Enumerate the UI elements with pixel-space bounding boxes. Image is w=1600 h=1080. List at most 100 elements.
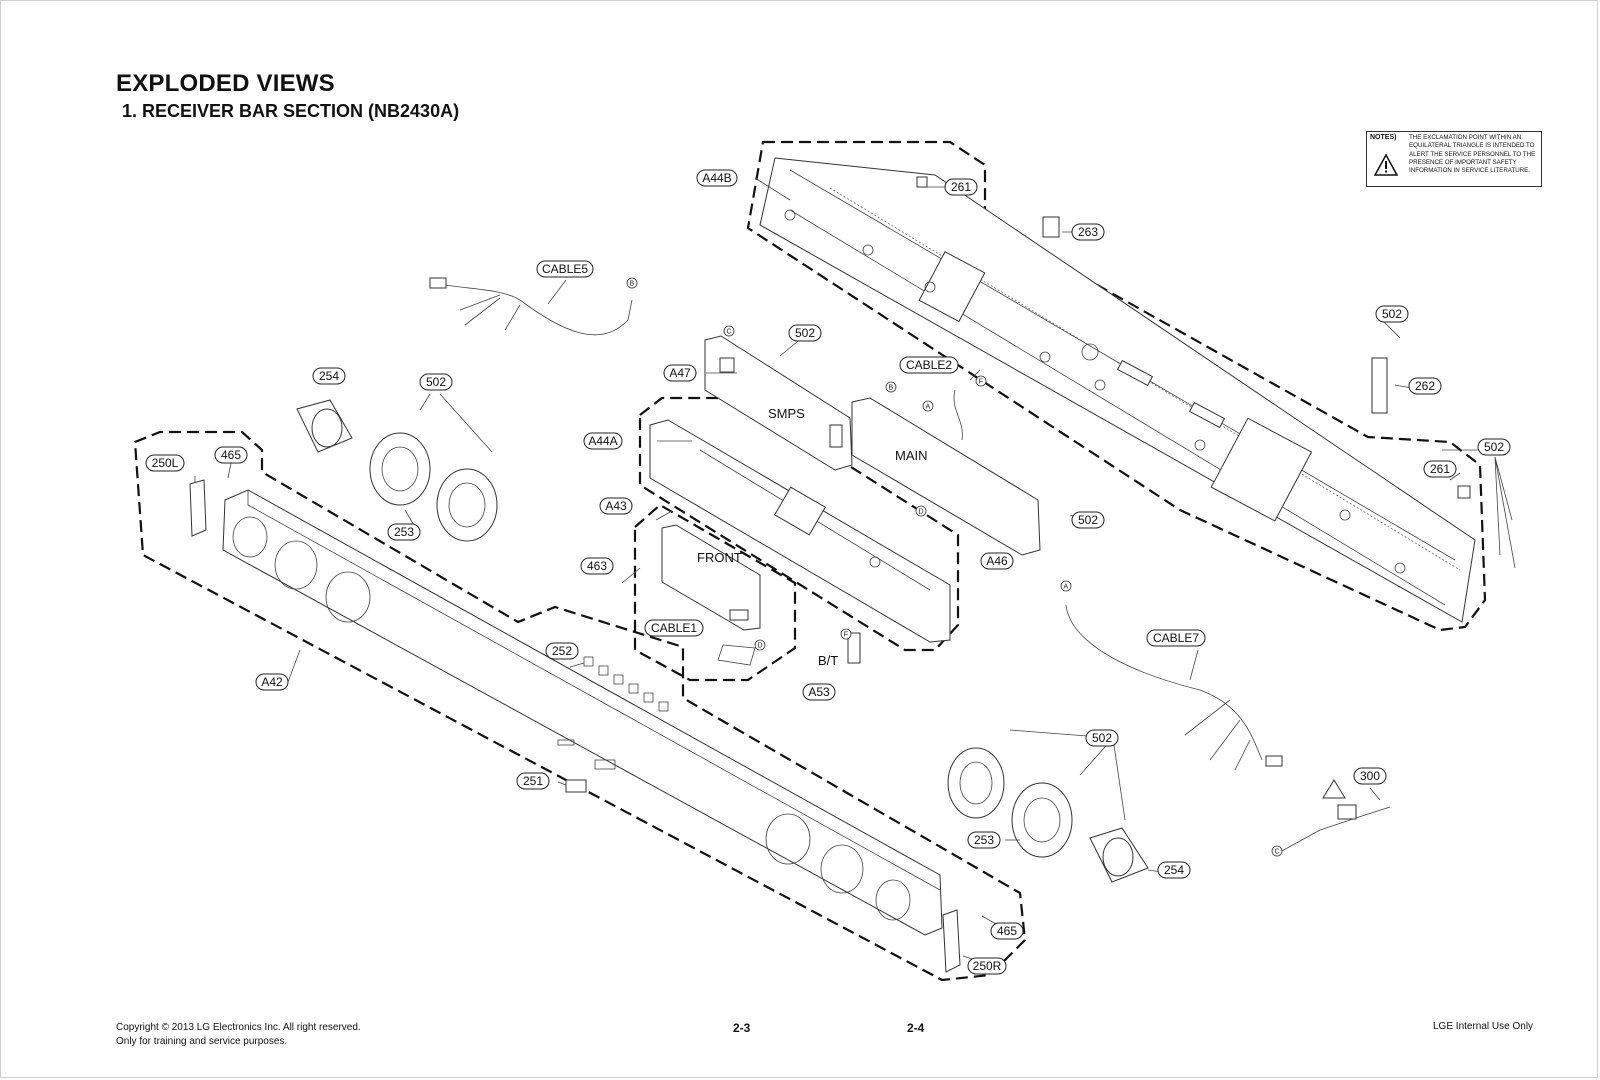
notes-label: NOTES) bbox=[1370, 134, 1397, 141]
front-grille-group bbox=[133, 430, 1027, 982]
callout-300: 300 bbox=[1353, 767, 1387, 785]
callout-a53: A53 bbox=[802, 683, 836, 701]
page-number-right: 2-4 bbox=[907, 1021, 925, 1035]
callout-cable1: CABLE1 bbox=[644, 619, 704, 637]
callout-251: 251 bbox=[516, 772, 550, 790]
callout-a44a: A44A bbox=[583, 432, 623, 450]
svg-text:502: 502 bbox=[1078, 513, 1098, 527]
page-title: EXPLODED VIEWS bbox=[116, 70, 335, 97]
connector-c-1: C bbox=[723, 325, 735, 337]
end-cap-left bbox=[189, 479, 207, 537]
internal-use-label: LGE Internal Use Only bbox=[1433, 1021, 1534, 1032]
callout-a42: A42 bbox=[255, 673, 289, 691]
svg-text:261: 261 bbox=[951, 180, 971, 194]
svg-text:A46: A46 bbox=[986, 554, 1008, 568]
main-board-label: MAIN bbox=[895, 448, 928, 463]
copyright-line: Copyright © 2013 LG Electronics Inc. All… bbox=[116, 1022, 361, 1033]
rear-cabinet-group bbox=[746, 140, 1487, 632]
svg-text:C: C bbox=[727, 329, 732, 336]
warning-triangle-icon bbox=[1374, 154, 1398, 176]
bt-module bbox=[847, 632, 861, 664]
callout-465-left: 465 bbox=[214, 446, 248, 464]
smps-board bbox=[704, 335, 853, 471]
callout-a46: A46 bbox=[980, 552, 1014, 570]
svg-text:A: A bbox=[1064, 584, 1069, 591]
callout-263: 263 bbox=[1071, 223, 1105, 241]
callout-a44b: A44B bbox=[696, 169, 738, 187]
svg-text:252: 252 bbox=[552, 644, 572, 658]
section-subtitle: 1. RECEIVER BAR SECTION (NB2430A) bbox=[122, 101, 460, 121]
callout-cable5: CABLE5 bbox=[536, 260, 594, 278]
svg-text:465: 465 bbox=[997, 924, 1017, 938]
callout-254-right: 254 bbox=[1157, 861, 1191, 879]
training-line: Only for training and service purposes. bbox=[116, 1036, 288, 1047]
bracket-262 bbox=[1371, 357, 1388, 414]
svg-text:300: 300 bbox=[1360, 769, 1380, 783]
svg-text:261: 261 bbox=[1430, 462, 1450, 476]
smps-component bbox=[719, 357, 735, 373]
callout-502-top-right: 502 bbox=[1375, 305, 1409, 323]
svg-text:463: 463 bbox=[587, 559, 607, 573]
woofer-left-2 bbox=[436, 468, 498, 542]
svg-text:D: D bbox=[919, 509, 924, 516]
front-board-group bbox=[633, 503, 797, 682]
woofer-left-1 bbox=[369, 432, 431, 506]
svg-text:CABLE5: CABLE5 bbox=[542, 262, 588, 276]
smps-board-label: SMPS bbox=[768, 406, 805, 421]
svg-text:502: 502 bbox=[795, 326, 815, 340]
callout-250l: 250L bbox=[145, 454, 185, 472]
svg-text:F: F bbox=[844, 632, 848, 639]
cable7-wire bbox=[1065, 604, 1283, 771]
callout-253-left: 253 bbox=[387, 523, 421, 541]
page-number-left: 2-3 bbox=[733, 1021, 751, 1035]
spacer-261-right bbox=[1457, 485, 1471, 499]
main-board bbox=[851, 397, 1041, 556]
grille-openings bbox=[232, 516, 911, 921]
safety-notes-box: NOTES) THE EXCLAMATION POINT WITHIN AN E… bbox=[1366, 131, 1542, 187]
spacer-261-top bbox=[916, 176, 928, 188]
svg-text:CABLE7: CABLE7 bbox=[1153, 631, 1199, 645]
svg-text:A53: A53 bbox=[808, 685, 830, 699]
callout-254-left: 254 bbox=[312, 367, 346, 385]
callout-502-left-speakers: 502 bbox=[419, 373, 453, 391]
callout-261-top: 261 bbox=[944, 178, 978, 196]
svg-text:250L: 250L bbox=[152, 456, 179, 470]
callout-502-bottom-speakers: 502 bbox=[1085, 729, 1119, 747]
cable5-wire bbox=[429, 277, 633, 336]
internal-frame-group bbox=[638, 396, 960, 652]
bracket-263 bbox=[1042, 216, 1060, 238]
bt-module-label: B/T bbox=[818, 653, 838, 668]
ir-window bbox=[565, 779, 587, 793]
svg-text:502: 502 bbox=[426, 375, 446, 389]
svg-text:CABLE1: CABLE1 bbox=[651, 621, 697, 635]
callout-463: 463 bbox=[580, 557, 614, 575]
connector-d-1: D bbox=[915, 505, 927, 517]
connector-f-2: F bbox=[840, 628, 852, 640]
callout-252: 252 bbox=[545, 642, 579, 660]
front-buttons bbox=[583, 656, 669, 712]
connector-d-2: D bbox=[754, 639, 766, 651]
svg-text:262: 262 bbox=[1415, 379, 1435, 393]
callout-cable2: CABLE2 bbox=[899, 356, 959, 374]
callout-250r: 250R bbox=[967, 957, 1007, 975]
callout-502-right-mid: 502 bbox=[1477, 438, 1511, 456]
front-board-label: FRONT bbox=[697, 550, 742, 565]
svg-text:A42: A42 bbox=[261, 675, 283, 689]
callout-502-a47: 502 bbox=[788, 324, 822, 342]
svg-text:A47: A47 bbox=[669, 366, 691, 380]
power-cord bbox=[1279, 804, 1391, 853]
power-cord-warning-icon bbox=[1322, 779, 1346, 799]
svg-text:250R: 250R bbox=[973, 959, 1002, 973]
callout-a43: A43 bbox=[599, 497, 633, 515]
callout-cable7: CABLE7 bbox=[1146, 629, 1206, 647]
svg-text:B: B bbox=[630, 281, 635, 288]
svg-text:A44B: A44B bbox=[702, 171, 731, 185]
svg-text:251: 251 bbox=[523, 774, 543, 788]
callout-253-right: 253 bbox=[967, 831, 1001, 849]
notes-text: THE EXCLAMATION POINT WITHIN AN EQUILATE… bbox=[1409, 134, 1536, 175]
svg-text:253: 253 bbox=[394, 525, 414, 539]
right-speakers-group bbox=[947, 747, 1149, 883]
svg-text:A43: A43 bbox=[605, 499, 627, 513]
